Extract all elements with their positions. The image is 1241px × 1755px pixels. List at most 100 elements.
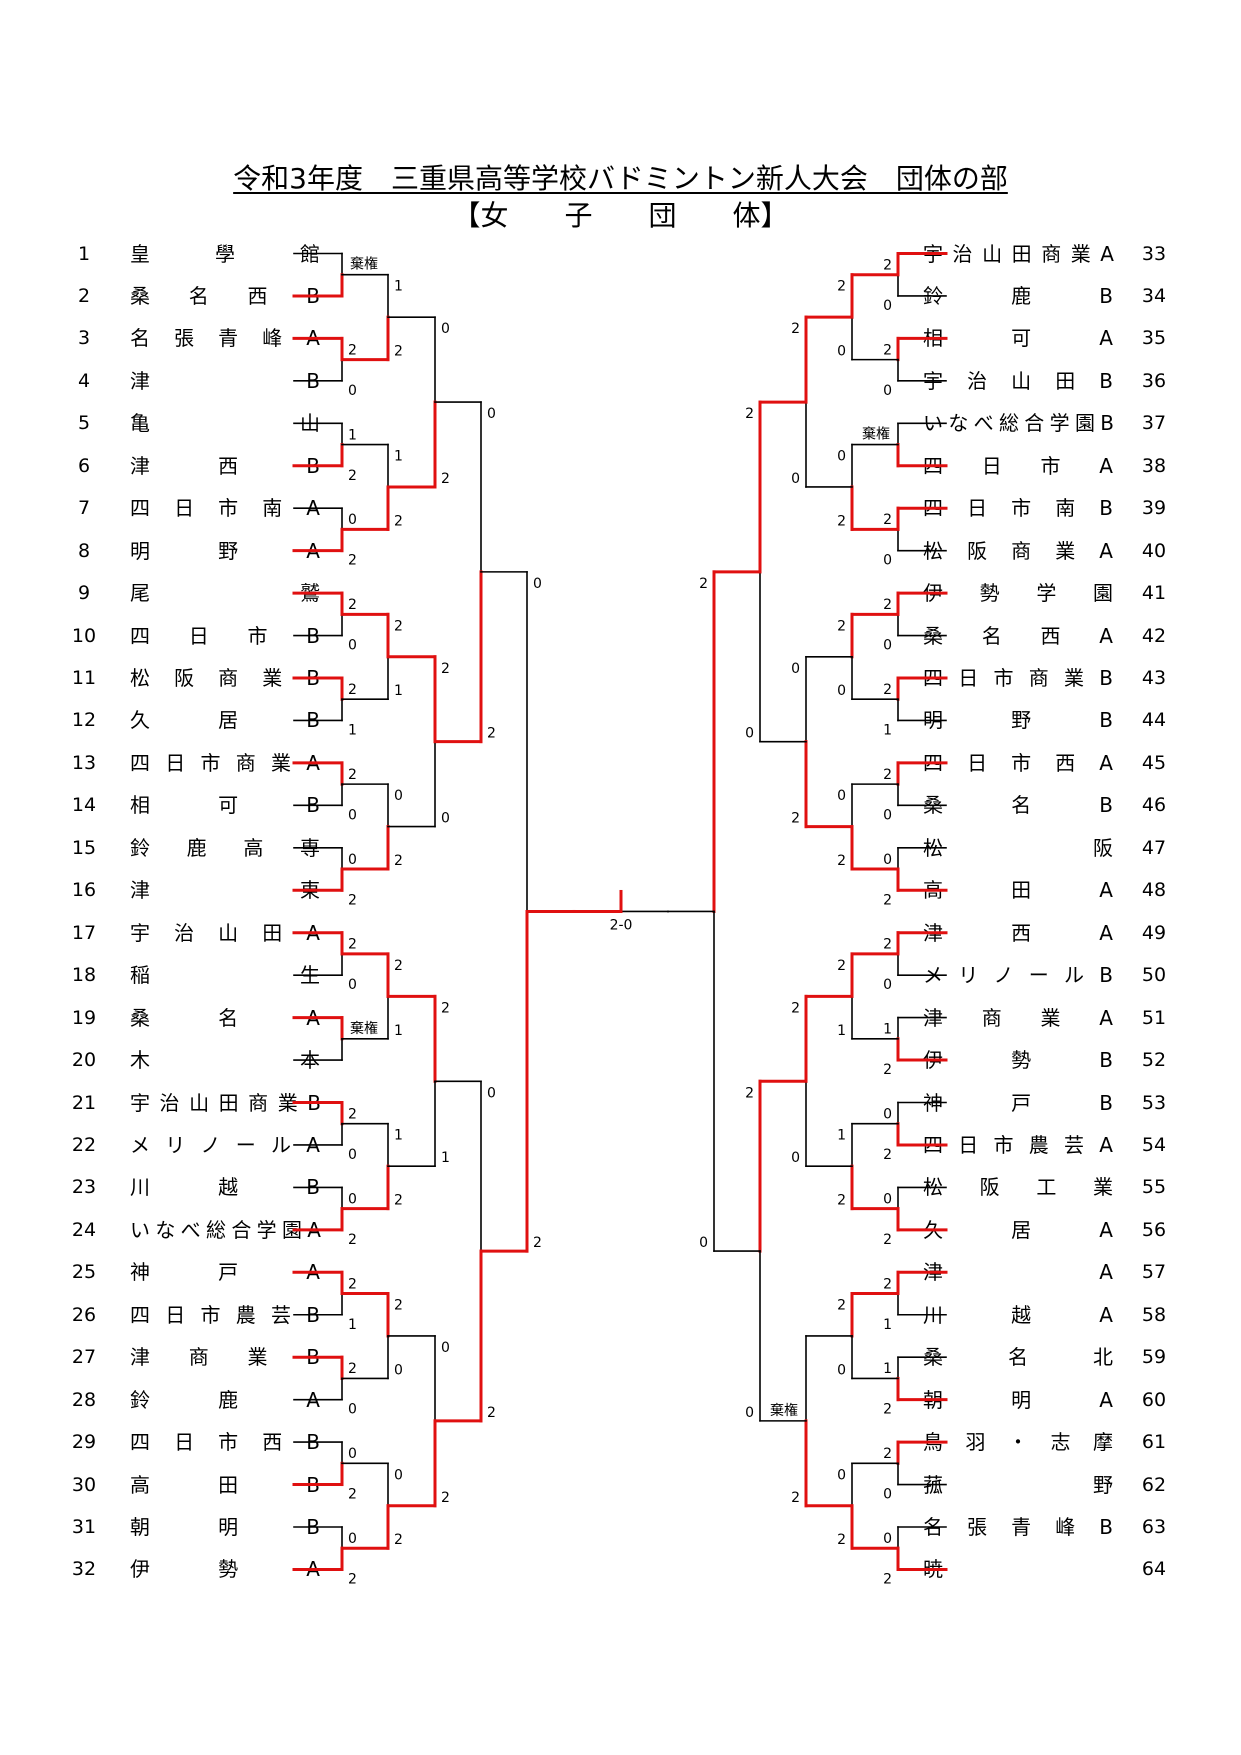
team-name: 高田B [130, 1472, 320, 1497]
match-score: 1 [348, 722, 357, 738]
seed-number: 43 [1141, 667, 1167, 689]
match-score: 1 [394, 449, 403, 465]
match-score: 2 [837, 279, 846, 295]
match-score: 2 [883, 342, 892, 358]
team-name: 久居A [923, 1217, 1113, 1242]
match-score: 2 [837, 1298, 846, 1314]
match-score: 2 [837, 1193, 846, 1209]
team-name: 松阪 [923, 835, 1113, 860]
match-score: 2 [348, 1276, 357, 1292]
match-score: 1 [441, 1150, 450, 1166]
seed-number: 20 [71, 1049, 97, 1072]
team-name: 宇治山田商業A [923, 241, 1114, 266]
match-score: 0 [348, 1402, 357, 1418]
match-score: 0 [837, 344, 846, 360]
match-score: 0 [883, 807, 892, 823]
team-name: いなべ総合学園A [130, 1217, 321, 1242]
seed-number: 29 [71, 1431, 97, 1454]
match-score: 2 [837, 1532, 846, 1548]
team-name: 明野A [130, 538, 320, 563]
match-score: 2 [348, 553, 357, 569]
match-score: 0 [394, 1467, 403, 1483]
team-name: 鈴鹿B [923, 283, 1113, 308]
team-name: 名張青峰B [923, 1515, 1113, 1539]
seed-number: 58 [1141, 1303, 1167, 1326]
match-score: 1 [837, 1128, 846, 1144]
match-score: 1 [837, 1023, 846, 1039]
seed-number: 51 [1141, 1006, 1167, 1029]
seed-number: 26 [71, 1303, 97, 1326]
match-score: 2 [394, 513, 403, 529]
match-score: 2 [348, 767, 357, 783]
seed-number: 11 [71, 667, 97, 689]
match-score: 2 [348, 597, 357, 613]
seed-number: 14 [71, 794, 97, 817]
match-score: 2 [394, 1298, 403, 1314]
seed-number: 18 [71, 964, 97, 987]
team-name: 津A [923, 1260, 1113, 1285]
match-score: 2 [394, 1532, 403, 1548]
match-score: 2 [883, 1276, 892, 1292]
match-score: 2 [348, 682, 357, 698]
seed-number: 19 [71, 1006, 97, 1029]
match-score: 2 [883, 767, 892, 783]
match-score: 0 [791, 661, 800, 677]
team-name: 津商業A [923, 1005, 1113, 1030]
seed-number: 7 [77, 497, 91, 520]
team-name: 四日市西A [923, 750, 1113, 775]
team-name: 津西B [130, 453, 320, 478]
seed-number: 55 [1141, 1176, 1167, 1199]
final-score: 2-0 [610, 917, 633, 933]
seed-number: 16 [71, 879, 97, 902]
team-name: 伊勢B [923, 1048, 1113, 1073]
team-name: 相可B [130, 793, 320, 818]
match-score: 2 [883, 597, 892, 613]
match-score: 2 [791, 1490, 800, 1506]
seed-number: 38 [1141, 454, 1167, 477]
match-score: 0 [883, 298, 892, 314]
forfeit-label: 棄権 [862, 426, 890, 443]
match-score: 0 [533, 576, 542, 592]
seed-number: 5 [77, 412, 91, 435]
match-score: 2 [348, 468, 357, 484]
match-score: 2 [883, 512, 892, 528]
seed-number: 3 [77, 327, 91, 350]
seed-number: 40 [1141, 539, 1167, 562]
team-name: 川越B [130, 1175, 320, 1200]
match-score: 2 [791, 811, 800, 827]
match-score: 2 [837, 853, 846, 869]
match-score: 0 [348, 807, 357, 823]
seed-number: 31 [71, 1516, 97, 1538]
match-score: 2 [883, 1571, 892, 1587]
match-score: 2 [883, 682, 892, 698]
match-score: 0 [883, 1107, 892, 1123]
team-name: 鈴鹿A [130, 1387, 320, 1412]
team-name: 桑名北 [923, 1345, 1113, 1370]
match-score: 0 [883, 1191, 892, 1207]
forfeit-label: 棄権 [770, 1402, 798, 1419]
team-name: 津B [130, 368, 320, 393]
seed-number: 8 [77, 539, 91, 562]
seed-number: 62 [1141, 1473, 1167, 1496]
match-score: 2 [348, 937, 357, 953]
match-score: 0 [348, 383, 357, 399]
seed-number: 64 [1141, 1558, 1167, 1581]
team-name: 明野B [923, 708, 1113, 733]
team-name: 高田A [923, 878, 1113, 903]
team-name: 神戸A [130, 1260, 320, 1285]
team-name: 桑名西B [130, 283, 320, 308]
forfeit-label: 棄権 [350, 1020, 378, 1037]
match-score: 1 [394, 279, 403, 295]
team-name: 神戸B [923, 1090, 1113, 1115]
match-score: 2 [883, 1232, 892, 1248]
seed-number: 57 [1141, 1261, 1167, 1284]
page-title-text: 令和3年度 三重県高等学校バドミントン新人大会 団体の部 [233, 162, 1008, 195]
match-score: 0 [348, 1191, 357, 1207]
match-score: 2 [883, 892, 892, 908]
team-name: 桑名B [923, 793, 1113, 818]
seed-number: 10 [71, 624, 97, 647]
match-score: 2 [533, 1235, 542, 1251]
match-score: 2 [348, 892, 357, 908]
team-name: 川越A [923, 1302, 1113, 1327]
match-score: 1 [348, 1317, 357, 1333]
